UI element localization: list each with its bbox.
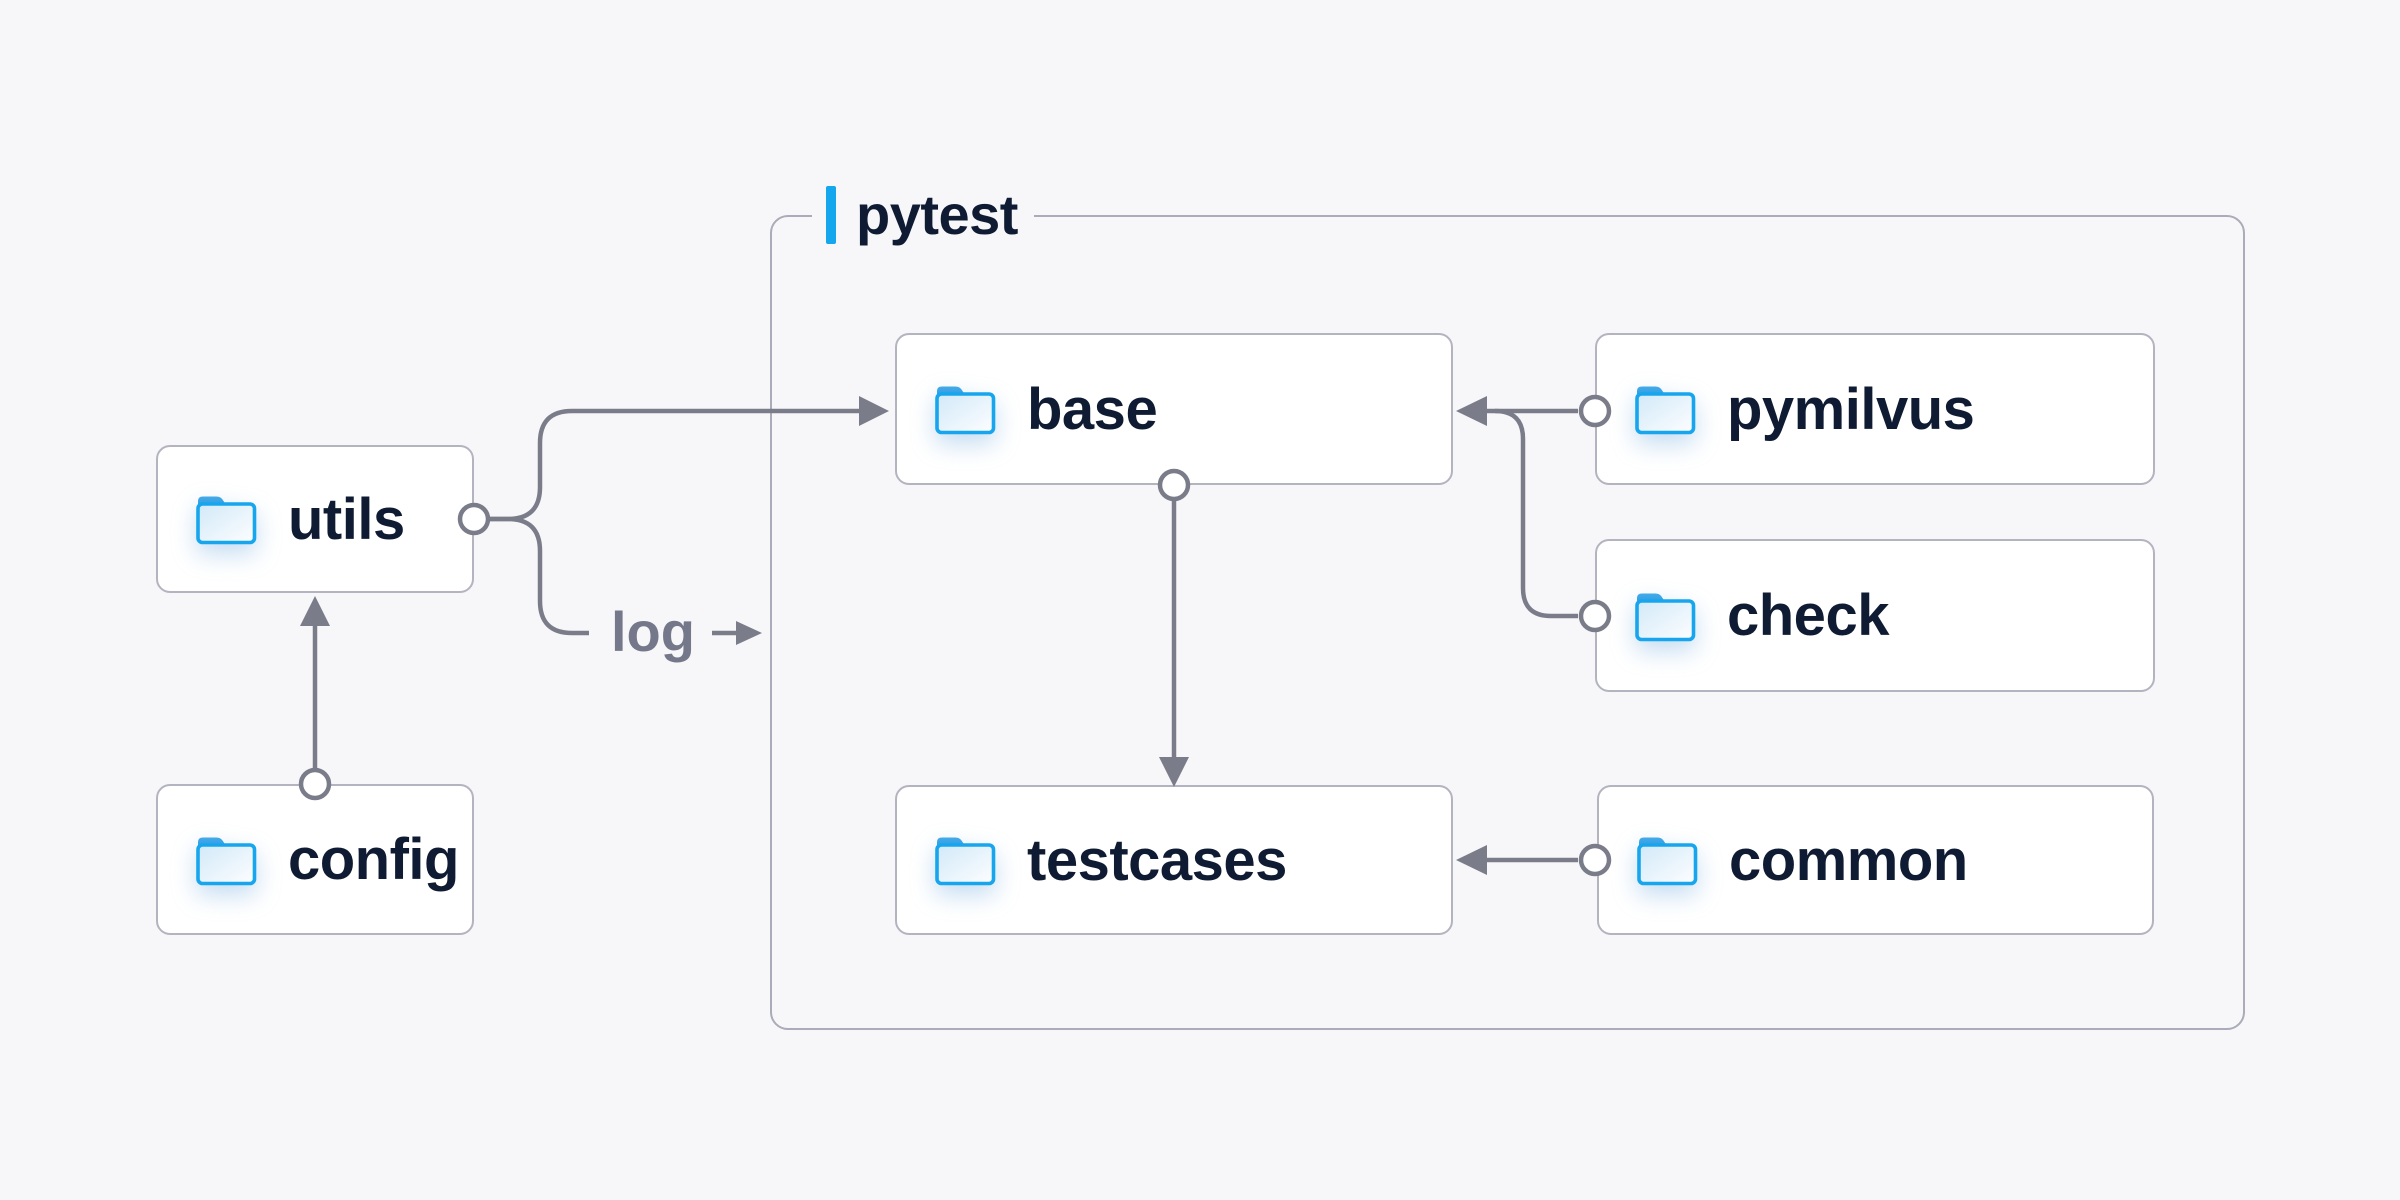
node-check: check	[1595, 539, 2155, 692]
edge-config-utils	[298, 596, 332, 801]
node-pymilvus: pymilvus	[1595, 333, 2155, 485]
folder-icon	[1633, 589, 1697, 643]
node-config: config	[156, 784, 474, 935]
pytest-group	[770, 215, 2245, 1030]
pytest-group-label: pytest	[812, 184, 1034, 246]
arrowhead-icon	[736, 621, 762, 645]
node-label: utils	[288, 486, 405, 552]
node-testcases: testcases	[895, 785, 1453, 935]
arrowhead-icon	[300, 596, 330, 626]
folder-icon	[933, 382, 997, 436]
group-label-text: pytest	[856, 183, 1018, 246]
node-label: common	[1729, 827, 1968, 893]
folder-icon	[1635, 833, 1699, 887]
node-label: pymilvus	[1727, 376, 1975, 442]
node-common: common	[1597, 785, 2154, 935]
folder-icon	[194, 833, 258, 887]
accent-bar-icon	[826, 186, 836, 244]
edge-label-log: log	[611, 600, 695, 663]
node-label: config	[288, 827, 459, 892]
node-label: check	[1727, 583, 1889, 648]
node-label: base	[1027, 376, 1158, 442]
node-base: base	[895, 333, 1453, 485]
node-label: testcases	[1027, 827, 1287, 893]
folder-icon	[1633, 382, 1697, 436]
node-utils: utils	[156, 445, 474, 593]
folder-icon	[194, 492, 258, 546]
folder-icon	[933, 833, 997, 887]
